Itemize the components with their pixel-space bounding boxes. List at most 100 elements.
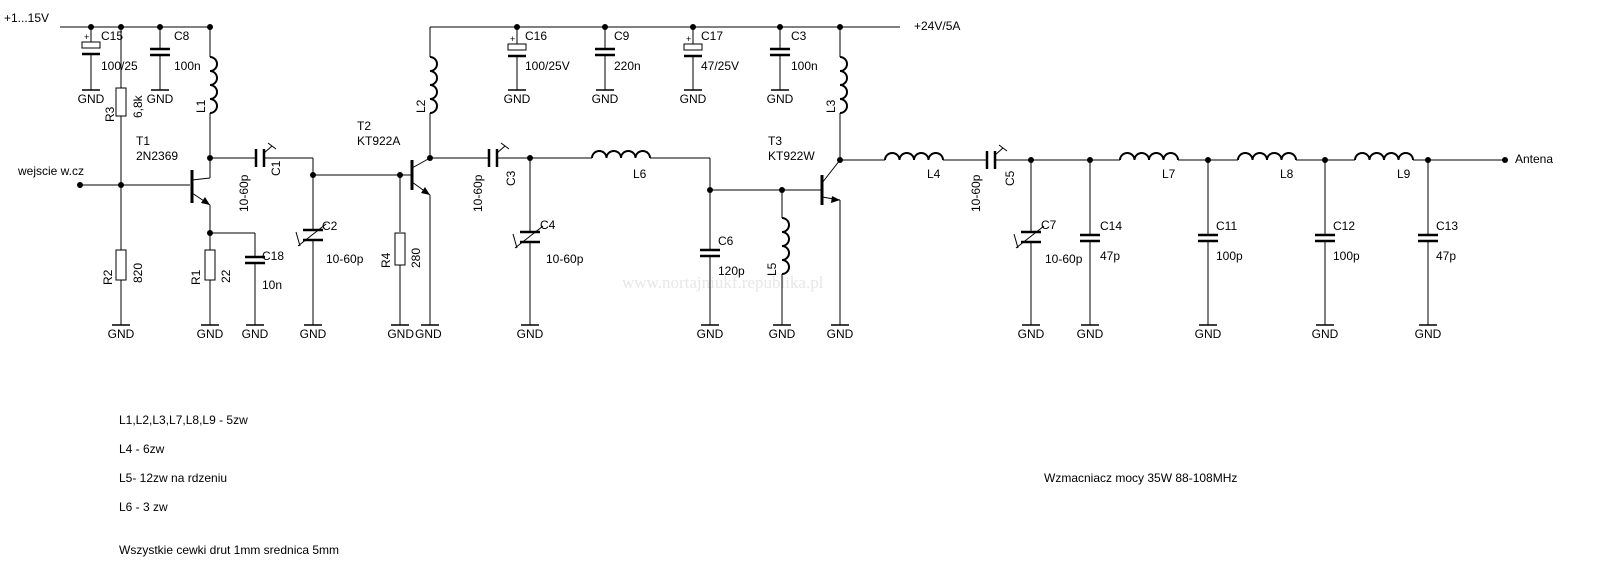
svg-text:+: + [510,34,515,44]
l9-ref: L9 [1397,167,1411,181]
c14-value: 47p [1100,249,1120,263]
junction-dot [514,24,520,30]
c9-value: 220n [614,59,641,73]
junction-dot [1425,157,1431,163]
capacitor-c15: + C15 100/25 [81,29,138,73]
ground-symbol: GND [197,324,224,341]
junction-dot [1205,157,1211,163]
ground-label: GND [680,92,707,106]
c13-ref: C13 [1436,219,1458,233]
ground-symbol: GND [504,89,531,106]
ground-symbol: GND [1018,324,1045,341]
ground-symbol: GND [767,89,794,106]
t1-type: 2N2369 [136,149,178,163]
note-line: L1,L2,L3,L7,L8,L9 - 5zw [119,413,248,427]
ground-label: GND [1415,327,1442,341]
ground-label: GND [1312,327,1339,341]
inductor-l4: L4 [884,152,944,181]
r3-value: 6,8k [131,94,145,118]
ground-label: GND [108,327,135,341]
ground-symbol: GND [387,324,414,341]
c6-value: 120p [718,264,745,278]
ground-label: GND [415,327,442,341]
l6-ref: L6 [633,167,647,181]
trimmer-capacitor-c5: C5 10-60p [969,144,1017,212]
ground-symbol: GND [680,89,707,106]
junction-dot [1322,157,1328,163]
c16-value: 100/25V [525,59,570,73]
diagram-title: Wzmacniacz mocy 35W 88-108MHz [1044,471,1237,485]
ground-label: GND [242,327,269,341]
t3-ref: T3 [768,134,782,148]
note-line: L4 - 6zw [119,442,165,456]
trimmer-capacitor-c4: C4 10-60p [512,218,584,266]
capacitor-c14: C14 47p [1080,219,1122,263]
c13-value: 47p [1436,249,1456,263]
ground-label: GND [767,92,794,106]
c11-value: 100p [1216,249,1243,263]
junction-dot [1028,157,1034,163]
capacitor-c9: C9 220n [595,29,641,73]
ground-label: GND [78,92,105,106]
l7-ref: L7 [1162,167,1176,181]
svg-text:+: + [84,32,89,42]
c10-value: 100n [791,59,818,73]
junction-dot [397,172,403,178]
ground-label: GND [147,92,174,106]
junction-dot [310,172,316,178]
c8-ref: C8 [174,29,190,43]
junction-dot [118,24,124,30]
output-terminal [1502,157,1508,163]
r1-ref: R1 [189,269,203,285]
ground-symbol: GND [1077,324,1104,341]
capacitor-c6: C6 120p [700,234,745,278]
junction-dot [1087,157,1093,163]
junction-dot [527,155,533,161]
ground-symbol: GND [242,324,269,341]
inductor-l5: L5 [765,217,790,276]
input-terminal [77,182,83,188]
junction-dot [207,24,213,30]
ground-symbol: GND [147,89,174,106]
c1-ref: C1 [269,160,283,176]
ground-symbol: GND [1415,324,1442,341]
ground-label: GND [517,327,544,341]
c16-ref: C16 [525,29,547,43]
t2-type: KT922A [357,134,400,148]
watermark: www.nortajniukf.republika.pl [622,273,824,292]
r1-value: 22 [219,269,233,283]
junction-dot [837,24,843,30]
ground-label: GND [197,327,224,341]
c14-ref: C14 [1100,219,1122,233]
resistor-r2: R2 820 [101,249,145,285]
inductor-l6: L6 [591,150,651,181]
junction-dot [777,24,783,30]
resistor-r3: R3 6,8k [103,87,145,122]
resistor-r1: R1 22 [189,249,233,285]
inductor-l7: L7 [1119,152,1179,181]
c2-ref: C2 [322,219,338,233]
trimmer-capacitor-c2: C2 10-60p [295,219,364,266]
c3-value: 10-60p [471,174,485,212]
c17-value: 47/25V [701,59,739,73]
ground-label: GND [1195,327,1222,341]
junction-dot [602,24,608,30]
transistor-t2: T2 KT922A [357,119,431,196]
junction-dot [207,155,213,161]
ground-symbol: GND [1195,324,1222,341]
l3-ref: L3 [824,99,838,113]
trimmer-capacitor-c1: C1 10-60p [237,142,283,212]
note-line: L6 - 3 zw [119,500,168,514]
l5-ref: L5 [765,262,779,276]
ground-symbol: GND [697,324,724,341]
t2-ref: T2 [357,119,371,133]
c10-ref: C3 [791,29,807,43]
l1-ref: L1 [194,99,208,113]
capacitor-c10: C3 100n [770,29,818,73]
inductor-l9: L9 [1354,152,1414,181]
capacitor-c8: C8 100n [150,29,201,73]
c12-ref: C12 [1333,219,1355,233]
ground-symbol: GND [517,324,544,341]
